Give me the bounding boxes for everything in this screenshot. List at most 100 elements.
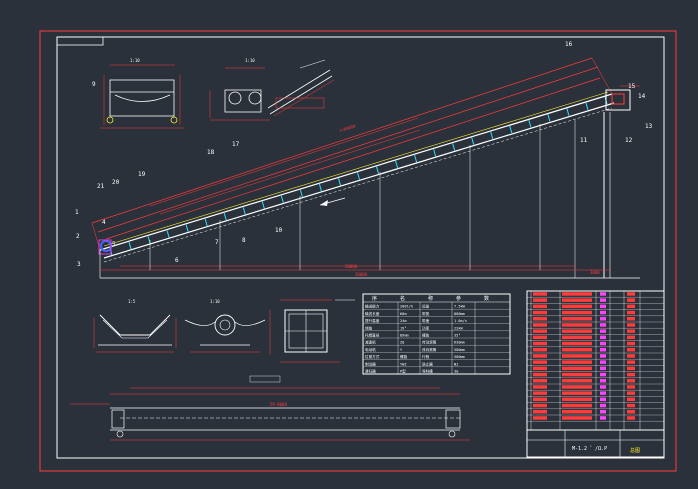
parts-row-name: [562, 379, 592, 383]
parts-row-mat: [627, 335, 635, 340]
parts-row-code: [533, 310, 547, 315]
scale-label-1: 1:10: [130, 58, 140, 63]
parts-row-qty: [600, 341, 606, 346]
parts-row-code: [533, 366, 547, 371]
tech-cell: 22kW: [454, 326, 463, 330]
parts-row-qty: [600, 329, 606, 333]
callout-17: 17: [232, 141, 240, 148]
parts-row-mat: [627, 323, 635, 327]
parts-row-name: [562, 292, 592, 296]
idler-mark: [299, 189, 303, 198]
hopper-plan-view: [269, 299, 355, 363]
main-inclined-conveyor: [91, 57, 640, 279]
idler-mark: [566, 108, 570, 116]
parts-row-qty: [600, 385, 606, 389]
parts-row-code: [533, 410, 547, 414]
tech-cell: 200t/h: [400, 305, 413, 309]
parts-row-name: [562, 385, 592, 389]
inner-border: [56, 36, 665, 459]
tech-cell: 提升高度: [365, 318, 380, 323]
tech-cell: 89mm: [400, 334, 409, 338]
parts-row-qty: [600, 366, 606, 371]
callout-2: 2: [76, 233, 80, 240]
tech-cell: 制动器: [365, 361, 376, 366]
callout-3: 3: [77, 261, 81, 268]
parts-row-qty: [600, 360, 606, 364]
parts-row-qty: [600, 379, 606, 383]
tech-cell: 托辊直径: [365, 333, 380, 338]
idler-mark: [204, 218, 208, 227]
tech-cell: 7.5kW: [454, 305, 466, 309]
parts-row-mat: [627, 397, 635, 402]
tech-header-cell: 序: [372, 295, 377, 302]
parts-row-code: [533, 372, 547, 377]
tech-cell: 倾角: [365, 325, 373, 330]
parts-row-mat: [627, 317, 635, 321]
tech-cell: 拉紧方式: [365, 354, 380, 359]
parts-row-name: [562, 298, 592, 302]
parts-row-name: [562, 410, 592, 414]
idler-mark: [128, 242, 132, 250]
idler-mark: [471, 137, 475, 145]
callout-1: 1: [75, 209, 79, 216]
tech-cell: 19°: [400, 326, 407, 330]
tech-header-cell: 参: [456, 295, 461, 302]
tech-cell: YWZ: [400, 362, 407, 366]
horizontal-lower-dim: 3000: [590, 270, 600, 275]
idler-mark: [280, 195, 284, 203]
bottom-long-section: 59-8000: [70, 375, 470, 441]
callout-5: 5: [112, 241, 116, 248]
scale-label-3: 1:5: [128, 299, 136, 304]
idler-section-middle: 1:10: [184, 299, 266, 353]
parts-row-code: [533, 317, 547, 321]
parts-row-qty: [600, 391, 606, 395]
parts-row-mat: [627, 348, 635, 352]
tech-cell: 带宽: [422, 311, 430, 316]
bottom-run-dim: 59-8000: [270, 402, 287, 407]
parts-row-name: [562, 372, 592, 377]
tech-cell: 输送长度: [365, 311, 380, 316]
parts-row-name: [562, 416, 592, 420]
idler-mark: [166, 230, 170, 238]
idler-mark: [223, 213, 227, 221]
parts-row-mat: [627, 379, 635, 383]
callout-18: 18: [207, 149, 215, 156]
tech-cell: 功率: [422, 325, 430, 330]
parts-row-code: [533, 403, 547, 408]
horizontal-mid-dim: 50000: [345, 264, 358, 269]
idler-mark: [433, 149, 437, 157]
idler-mark: [185, 224, 189, 232]
tech-cell: 1.6m/s: [454, 319, 467, 323]
parts-row-code: [533, 385, 547, 389]
parts-row-code: [533, 348, 547, 352]
parts-row-mat: [627, 366, 635, 371]
tech-header-cell: 名: [400, 295, 405, 302]
tech-cell: 行程: [422, 354, 430, 359]
tech-cell: 输送能力: [365, 304, 380, 309]
parts-row-code: [533, 304, 547, 309]
parts-row-code: [533, 335, 547, 340]
parts-row-mat: [627, 341, 635, 346]
parts-row-name: [562, 323, 592, 327]
parts-row-code: [533, 323, 547, 327]
parts-row-qty: [600, 298, 606, 302]
parts-row-name: [562, 366, 592, 371]
parts-row-mat: [627, 403, 635, 408]
tech-cell: 螺旋: [400, 354, 408, 359]
idler-mark: [490, 131, 494, 139]
callout-12: 12: [625, 137, 633, 144]
callout-10: 10: [275, 227, 283, 234]
parts-row-code: [533, 292, 547, 296]
idler-mark: [261, 201, 265, 209]
incline-length-dim: ℓ=60000: [339, 123, 357, 133]
idler-mark: [357, 172, 360, 180]
parts-row-name: [562, 391, 592, 395]
callout-9: 9: [92, 81, 96, 88]
callout-16: 16: [565, 41, 573, 48]
idler-mark: [452, 143, 456, 151]
title-name-left: M-1.2 ゛/Ω.Ρ: [572, 446, 607, 452]
